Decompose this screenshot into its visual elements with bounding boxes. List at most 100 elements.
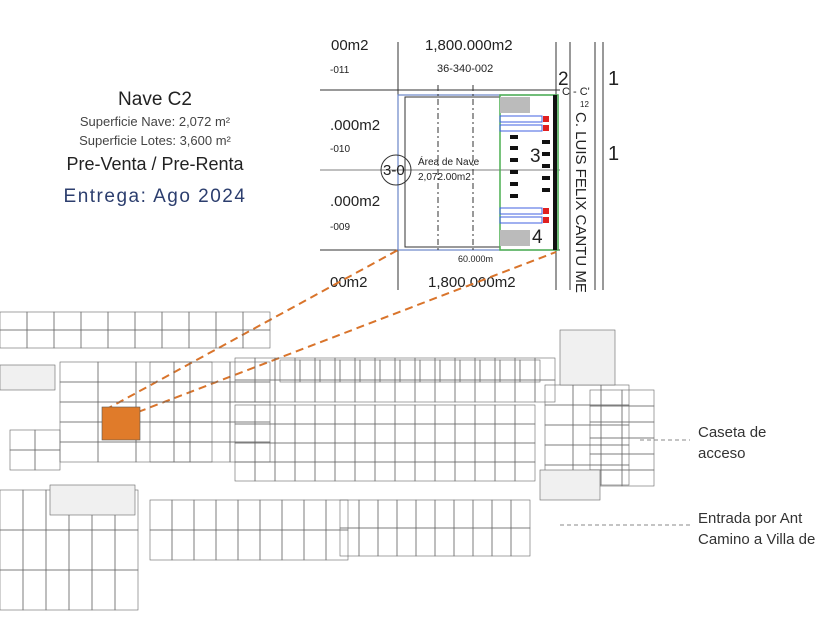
lot [26, 329, 55, 349]
lot [303, 499, 327, 531]
lot [229, 441, 271, 463]
lot [189, 441, 231, 463]
lot [454, 379, 476, 403]
lot [334, 357, 356, 381]
lot [135, 381, 175, 403]
lot [68, 529, 93, 571]
lot-number: -010 [330, 144, 350, 155]
lot [254, 461, 276, 482]
lot [274, 423, 296, 444]
lot [53, 329, 82, 349]
axis-label: 3-0 [383, 162, 405, 179]
lot [394, 379, 416, 403]
lot [0, 529, 24, 571]
lot [414, 423, 436, 444]
lot [539, 469, 601, 501]
lot [45, 569, 70, 611]
lot [53, 311, 82, 331]
marker: 1 [608, 143, 619, 165]
lot [314, 461, 336, 482]
lot [572, 444, 602, 466]
street-name: C. LUIS FELIX CANTU ME [572, 112, 589, 293]
lot [274, 357, 296, 381]
nave-info: Nave C2 Superficie Nave: 2,072 m² Superf… [30, 88, 280, 208]
lot [544, 424, 574, 446]
lot [600, 424, 630, 446]
lot [254, 379, 276, 403]
caseta-line: Caseta de [698, 424, 767, 441]
lot [314, 404, 336, 425]
marker: 1 [608, 68, 619, 90]
lot [299, 359, 321, 383]
lot [396, 499, 417, 529]
lot [621, 469, 655, 487]
lot [374, 379, 396, 403]
lot [494, 379, 516, 403]
bottom-area: 1,800.000m2 [428, 274, 516, 291]
lot [254, 442, 276, 463]
lot [589, 405, 623, 423]
lot [242, 329, 271, 349]
lot [374, 442, 396, 463]
lot [80, 329, 109, 349]
lot [294, 379, 316, 403]
lot [229, 381, 271, 403]
nave-c2-lot [101, 406, 141, 441]
lot [314, 379, 336, 403]
lot [414, 357, 436, 381]
lot [534, 357, 556, 381]
lot [149, 499, 173, 531]
lot [0, 311, 28, 331]
lot [359, 359, 381, 383]
lot [188, 329, 217, 349]
lot [149, 441, 191, 463]
lot [259, 499, 283, 531]
lot [325, 529, 349, 561]
lot [274, 461, 296, 482]
lot [0, 329, 28, 349]
lot [494, 442, 516, 463]
lot [334, 404, 356, 425]
lot [279, 359, 301, 383]
lot [454, 461, 476, 482]
lot [519, 359, 541, 383]
lot [514, 357, 536, 381]
lot [294, 357, 316, 381]
lot [494, 404, 516, 425]
lot [193, 529, 217, 561]
lot [314, 357, 336, 381]
area-label: 00m2 [331, 37, 369, 54]
lot [97, 361, 137, 383]
lot [135, 361, 175, 383]
lot [434, 461, 456, 482]
lot [135, 421, 175, 443]
lot [494, 423, 516, 444]
lot [97, 381, 137, 403]
lot [91, 569, 116, 611]
lot [454, 423, 476, 444]
lot [314, 442, 336, 463]
lot [334, 442, 356, 463]
lot [354, 423, 376, 444]
lot [97, 441, 137, 463]
lot [173, 361, 213, 383]
lot [107, 329, 136, 349]
lot [514, 461, 536, 482]
lot [0, 364, 56, 391]
lot [453, 499, 474, 529]
superficie-nave: Superficie Nave: 2,072 m² [79, 114, 231, 129]
nave-title: Nave C2 [118, 89, 192, 110]
lot [600, 464, 630, 486]
lot [572, 424, 602, 446]
lot [135, 441, 175, 463]
lot [91, 529, 116, 571]
lot [193, 499, 217, 531]
lot [479, 359, 501, 383]
lot [374, 423, 396, 444]
lot [149, 381, 191, 403]
lot [49, 484, 136, 516]
lot [107, 311, 136, 331]
lot [434, 527, 455, 557]
area-label: 00m2 [330, 274, 368, 291]
lot [559, 329, 616, 386]
